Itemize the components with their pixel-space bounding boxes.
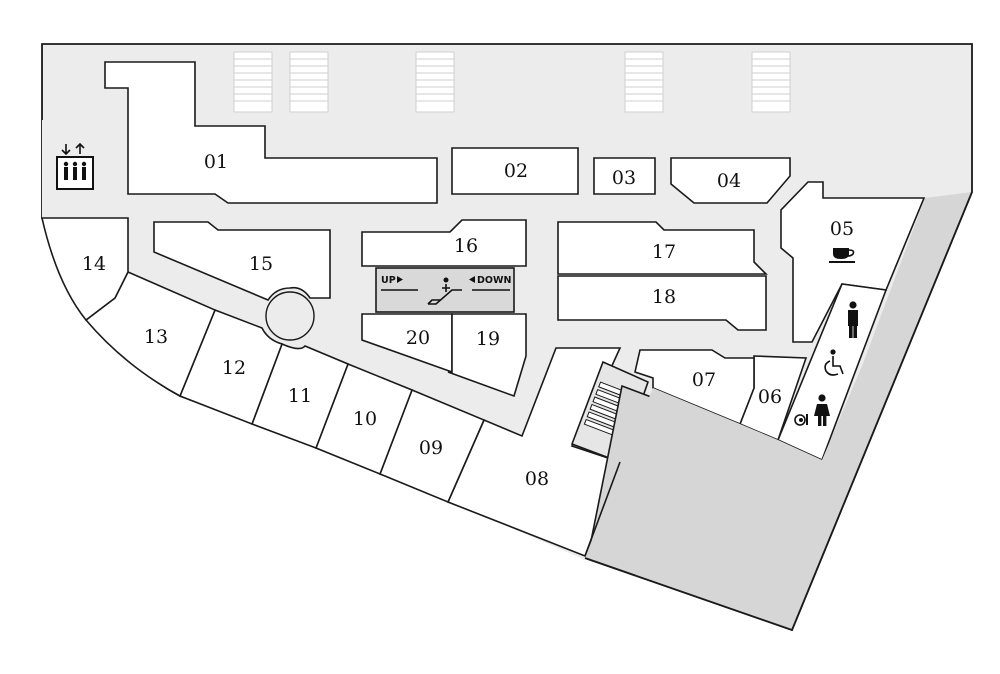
baby-changing-icon (794, 414, 808, 426)
unit-label-06: 06 (758, 386, 782, 408)
unit-label-02: 02 (504, 160, 528, 182)
unit-label-11: 11 (288, 385, 312, 407)
mens-restroom-icon (848, 301, 858, 338)
unit-label-03: 03 (612, 167, 636, 189)
escalator-down-label: DOWN (477, 275, 511, 286)
escalator-markings: UP DOWN (381, 275, 511, 305)
unit-label-07: 07 (692, 369, 716, 391)
escalator-icon (427, 277, 462, 305)
unit-16[interactable] (361, 219, 527, 267)
down-arrow-icon (469, 276, 475, 283)
parking-stripes-1 (233, 51, 273, 113)
unit-14[interactable] (40, 217, 129, 322)
unit-11[interactable] (250, 342, 350, 450)
outline-edge (584, 191, 973, 632)
unit-label-13: 13 (144, 326, 168, 348)
accessible-restroom-icon (824, 349, 844, 376)
up-arrow-icon (397, 276, 403, 283)
back-area (585, 192, 972, 630)
escalator-up-label: UP (381, 275, 396, 286)
elevator-icon (56, 142, 94, 190)
unit-12[interactable] (178, 308, 284, 426)
unit-label-10: 10 (353, 408, 377, 430)
unit-07[interactable] (634, 349, 755, 426)
unit-label-01: 01 (204, 151, 228, 173)
parking-stripes-4 (624, 51, 664, 113)
parking-stripes-5 (751, 51, 791, 113)
unit-02[interactable] (451, 147, 579, 195)
unit-label-20: 20 (406, 327, 430, 349)
unit-label-19: 19 (476, 328, 500, 350)
unit-label-16: 16 (454, 235, 478, 257)
unit-15[interactable] (153, 221, 331, 301)
unit-08-edge (584, 461, 621, 557)
unit-label-05: 05 (830, 218, 854, 240)
womens-restroom-icon (814, 394, 830, 426)
unit-label-14: 14 (82, 253, 106, 275)
plaza-circle (265, 291, 315, 341)
unit-label-04: 04 (717, 170, 741, 192)
unit-label-17: 17 (652, 241, 676, 263)
unit-17[interactable] (557, 221, 768, 275)
unit-label-12: 12 (222, 357, 246, 379)
cafe-icon (829, 248, 855, 263)
unit-18[interactable] (557, 275, 767, 331)
unit-04[interactable] (670, 157, 791, 204)
unit-19[interactable] (447, 313, 527, 398)
parking-stripes-3 (415, 51, 455, 113)
unit-01[interactable] (104, 61, 438, 204)
unit-label-08: 08 (525, 468, 549, 490)
unit-label-09: 09 (419, 437, 443, 459)
parking-icon (233, 51, 791, 113)
unit-label-15: 15 (249, 253, 273, 275)
unit-label-18: 18 (652, 286, 676, 308)
parking-stripes-2 (289, 51, 329, 113)
unit-03[interactable] (593, 157, 656, 195)
